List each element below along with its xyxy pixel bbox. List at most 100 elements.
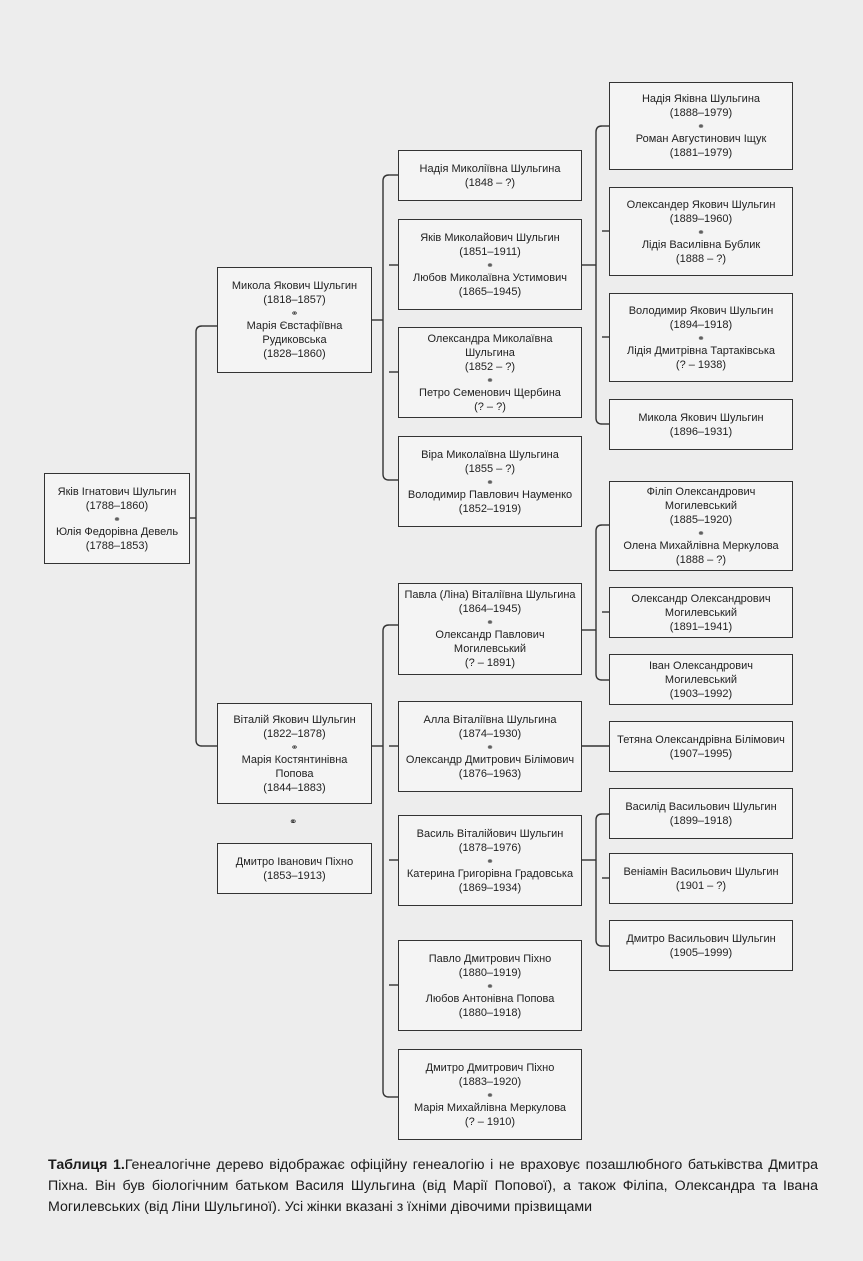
person-volodymyr-yakovych: Володимир Якович Шульгин(1894–1918)⚭Ліді… <box>609 293 793 382</box>
person-text-line: (1880–1918) <box>458 1006 522 1019</box>
person-text-line: (1907–1995) <box>669 747 733 760</box>
marriage-symbol: ⚭ <box>697 528 705 538</box>
person-text-line: Тетяна Олександрівна Білімович <box>617 733 785 746</box>
person-text-line: (1822–1878) <box>263 727 326 740</box>
marriage-symbol: ⚭ <box>697 226 705 237</box>
person-text-line: (1864–1945) <box>458 603 522 615</box>
person-text-line: Яків Миколайович Шульгин <box>420 231 560 244</box>
person-text-line: (1828–1860) <box>263 348 326 360</box>
marriage-symbol: ⚭ <box>486 741 494 752</box>
person-text-line: (1894–1918) <box>669 318 733 331</box>
person-text-line: (? – 1891) <box>464 657 516 669</box>
person-dmytro-dmytrovych-pikhno: Дмитро Дмитрович Піхно(1883–1920)⚭Марія … <box>398 1049 582 1140</box>
person-text-line: Віталій Якович Шульгин <box>233 713 356 726</box>
person-text-line: Рудиковська <box>262 334 327 346</box>
person-text-line: (1905–1999) <box>669 946 733 959</box>
person-text-line: (1855 – ?) <box>464 462 516 475</box>
marriage-symbol: ⚭ <box>486 855 494 866</box>
person-text-line: (1899–1918) <box>669 814 733 827</box>
person-text-line: (1876–1963) <box>458 767 522 780</box>
person-text-line: Надія Миколіївна Шульгина <box>419 162 561 175</box>
person-text-line: (1888 – ?) <box>675 554 727 566</box>
person-vasylid-shulhyn: Василід Васильович Шульгин(1899–1918) <box>609 788 793 839</box>
person-text-line: Могилевський <box>453 643 527 655</box>
person-text-line: (1788–1860) <box>85 499 149 512</box>
person-text-line: Могилевський <box>664 500 738 512</box>
person-text-line: Юлія Федорівна Девель <box>55 525 179 538</box>
person-text-line: (1901 – ?) <box>675 879 727 892</box>
table-caption: Таблиця 1.Генеалогічне дерево відображає… <box>48 1155 818 1218</box>
person-pavla-lina: Павла (Ліна) Віталіївна Шульгина(1864–19… <box>398 583 582 675</box>
marriage-symbol: ⚭ <box>486 259 494 270</box>
person-text-line: Веніамін Васильович Шульгин <box>623 865 779 878</box>
person-vira-mykolayivna: Віра Миколаївна Шульгина(1855 – ?)⚭Волод… <box>398 436 582 527</box>
person-text-line: (1888–1979) <box>669 107 733 119</box>
person-tetyana-bilimovych: Тетяна Олександрівна Білімович(1907–1995… <box>609 721 793 772</box>
person-text-line: Шульгина <box>465 346 515 359</box>
person-yakiv-ignatovych: Яків Ігнатович Шульгин(1788–1860)⚭Юлія Ф… <box>44 473 190 564</box>
person-text-line: Василь Віталійович Шульгин <box>416 827 564 840</box>
person-veniamin-shulhyn: Веніамін Васильович Шульгин(1901 – ?) <box>609 853 793 904</box>
person-text-line: Олександра Миколаївна <box>427 332 553 345</box>
person-text-line: Могилевський <box>664 606 738 619</box>
person-text-line: Олександр Павлович <box>435 629 545 641</box>
person-text-line: Лідія Василівна Бублик <box>641 238 761 251</box>
person-oleksander-yakovych: Олександер Якович Шульгин(1889–1960)⚭Лід… <box>609 187 793 276</box>
person-text-line: (1885–1920) <box>669 514 733 526</box>
person-mykola-yakovych: Микола Якович Шульгин(1818–1857)⚭Марія Є… <box>217 267 372 373</box>
person-text-line: (1844–1883) <box>263 781 326 794</box>
person-alla-vitaliyivna: Алла Віталіївна Шульгина(1874–1930)⚭Олек… <box>398 701 582 792</box>
marriage-symbol: ⚭ <box>697 121 705 131</box>
person-text-line: Іван Олександрович <box>649 659 753 672</box>
person-text-line: Василід Васильович Шульгин <box>625 800 777 813</box>
person-text-line: (1852–1919) <box>458 502 522 515</box>
person-text-line: (1883–1920) <box>458 1075 522 1088</box>
person-yakiv-mykolayovych: Яків Миколайович Шульгин(1851–1911)⚭Любо… <box>398 219 582 310</box>
person-pavlo-pikhno: Павло Дмитрович Піхно(1880–1919)⚭Любов А… <box>398 940 582 1031</box>
person-dmytro-vasylovych: Дмитро Васильович Шульгин(1905–1999) <box>609 920 793 971</box>
person-text-line: Олена Михайлівна Меркулова <box>623 540 779 552</box>
person-text-line: Павло Дмитрович Піхно <box>428 952 552 965</box>
person-text-line: Петро Семенович Щербина <box>419 386 561 399</box>
person-text-line: Олександр Олександрович <box>631 592 771 605</box>
person-text-line: Дмитро Васильович Шульгин <box>626 932 776 945</box>
person-text-line: (? – 1938) <box>675 358 727 371</box>
person-nadiya-mykoliyivna: Надія Миколіївна Шульгина(1848 – ?) <box>398 150 582 201</box>
person-text-line: (1865–1945) <box>458 285 522 298</box>
person-text-line: (1896–1931) <box>669 425 733 438</box>
marriage-symbol: ⚭ <box>697 332 705 343</box>
person-text-line: Надія Яківна Шульгина <box>641 93 761 105</box>
marriage-symbol-vitaliy-pikhno: ⚭ <box>289 817 298 828</box>
person-text-line: Марія Костянтинівна <box>241 753 348 766</box>
marriage-symbol: ⚭ <box>486 617 494 627</box>
person-text-line: (1881–1979) <box>669 147 733 159</box>
person-text-line: Філіп Олександрович <box>646 486 756 498</box>
marriage-symbol: ⚭ <box>486 1089 494 1100</box>
person-text-line: Марія Євстафіївна <box>246 320 343 332</box>
marriage-symbol: ⚭ <box>290 308 299 318</box>
person-text-line: (1888 – ?) <box>675 252 727 265</box>
marriage-symbol: ⚭ <box>486 476 494 487</box>
person-text-line: (1853–1913) <box>263 869 326 882</box>
person-text-line: Лідія Дмитрівна Тартаківська <box>626 344 776 357</box>
person-dmytro-pikhno: Дмитро Іванович Піхно(1853–1913) <box>217 843 372 894</box>
person-text-line: Микола Якович Шульгин <box>231 280 358 292</box>
person-text-line: Роман Августинович Іщук <box>635 133 767 145</box>
caption-label: Таблиця 1. <box>48 1157 125 1173</box>
person-text-line: Микола Якович Шульгин <box>638 411 764 424</box>
person-text-line: Катерина Григорівна Градовська <box>406 867 574 880</box>
person-text-line: Алла Віталіївна Шульгина <box>423 713 557 726</box>
person-text-line: Могилевський <box>664 673 738 686</box>
person-text-line: (1889–1960) <box>669 212 733 225</box>
person-text-line: (1851–1911) <box>459 245 521 258</box>
person-text-line: (1891–1941) <box>669 620 733 633</box>
person-text-line: (1878–1976) <box>458 841 522 854</box>
person-text-line: Попова <box>275 767 314 780</box>
person-text-line: Віра Миколаївна Шульгина <box>421 448 559 461</box>
caption-text: Генеалогічне дерево відображає офіційну … <box>48 1157 818 1215</box>
person-text-line: Володимир Якович Шульгин <box>628 304 774 317</box>
person-text-line: Марія Михайлівна Меркулова <box>413 1101 567 1114</box>
person-mykola-yakovych-jr: Микола Якович Шульгин(1896–1931) <box>609 399 793 450</box>
